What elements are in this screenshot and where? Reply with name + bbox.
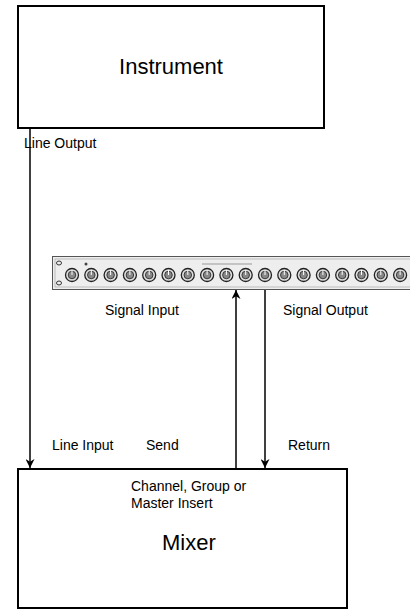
port-label: Line Output xyxy=(24,135,96,151)
signal-arrow xyxy=(29,129,31,468)
instrument-box: Instrument xyxy=(17,5,325,129)
edge-label: Return xyxy=(288,437,330,453)
mixer-box: Channel, Group or Master InsertMixer xyxy=(17,468,348,609)
node-text: Signal Input xyxy=(105,302,179,319)
port-label: Line Input xyxy=(52,437,114,453)
node-text: Instrument xyxy=(119,54,223,80)
signal-arrow xyxy=(264,290,266,468)
signal-arrow xyxy=(235,290,237,468)
node-text: Signal Output xyxy=(283,302,368,319)
node-text: Channel, Group or Master Insert xyxy=(131,478,271,512)
node-text: Mixer xyxy=(162,530,216,556)
rack-unit: Signal InputSignal Output xyxy=(52,256,410,290)
edge-label: Send xyxy=(146,437,179,453)
rack-faceplate xyxy=(52,256,410,290)
